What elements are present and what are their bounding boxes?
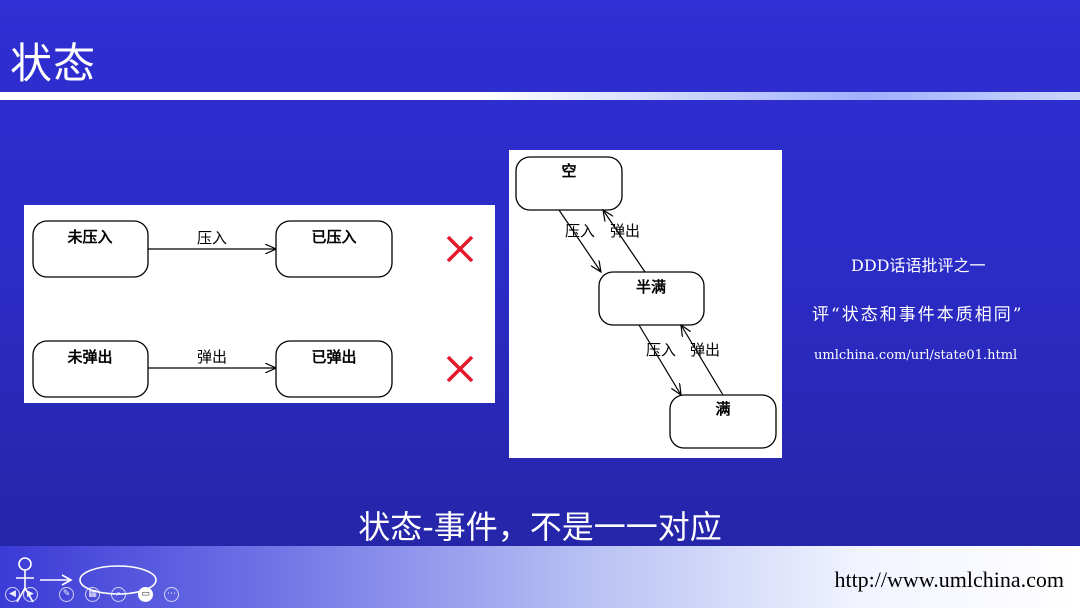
state-label-popped: 已弹出 xyxy=(311,348,356,366)
pen-icon[interactable]: ✎ xyxy=(59,587,74,602)
transition-label-push-2: 压入 xyxy=(646,341,676,359)
zoom-icon[interactable]: ⌕ xyxy=(111,587,126,602)
transition-arrow-push-2 xyxy=(638,324,681,395)
transition-label-pop-1: 弹出 xyxy=(610,222,640,240)
cross-mark-1 xyxy=(446,235,474,263)
next-icon[interactable]: ▶ xyxy=(23,587,38,602)
footer-bar: ◀ ▶ ✎ ▦ ⌕ ▭ ⋯ http://www.umlchina.com xyxy=(0,546,1080,608)
left-diagram: 未压入 压入 已压入 未弹出 弹出 已弹出 xyxy=(32,220,474,398)
state-box-unpopped xyxy=(32,340,149,398)
state-box-pushed xyxy=(275,220,393,278)
state-label-full: 满 xyxy=(715,400,730,418)
transition-label-push: 压入 xyxy=(197,229,227,247)
state-label-pushed: 已压入 xyxy=(311,228,356,246)
more-icon[interactable]: ⋯ xyxy=(164,587,179,602)
video-icon[interactable]: ▭ xyxy=(138,587,153,602)
right-diagram: 空 半满 满 压入 弹出 压入 弹出 xyxy=(515,156,777,449)
state-label-half-full: 半满 xyxy=(636,278,666,296)
transition-label-push-1: 压入 xyxy=(565,222,595,240)
right-diagram-panel: 空 半满 满 压入 弹出 压入 弹出 xyxy=(509,150,782,458)
state-label-empty: 空 xyxy=(561,162,576,180)
side-note-title: DDD话语批评之一 xyxy=(851,256,986,275)
title-rule xyxy=(0,92,1080,100)
prev-icon[interactable]: ◀ xyxy=(5,587,20,602)
transition-label-pop-2: 弹出 xyxy=(690,341,720,359)
transition-arrow-push-1 xyxy=(558,209,601,272)
state-box-popped xyxy=(275,340,393,398)
left-diagram-panel: 未压入 压入 已压入 未弹出 弹出 已弹出 xyxy=(24,205,495,403)
transition-arrow-pop-2 xyxy=(681,325,724,396)
transition-label-pop: 弹出 xyxy=(197,348,227,366)
cross-mark-2 xyxy=(446,355,474,383)
slides-icon[interactable]: ▦ xyxy=(85,587,100,602)
slide-title: 状态 xyxy=(10,39,97,88)
transition-arrow-pop-1 xyxy=(603,210,646,273)
state-label-unpushed: 未压入 xyxy=(66,228,112,246)
footer-url[interactable]: http://www.umlchina.com xyxy=(834,567,1064,592)
state-box-half-full xyxy=(598,271,705,326)
side-note-quote: 评“状态和事件本质相同” xyxy=(812,305,1024,325)
state-label-unpopped: 未弹出 xyxy=(66,348,112,366)
side-note-link[interactable]: umlchina.com/url/state01.html xyxy=(814,348,1018,363)
state-box-empty xyxy=(515,156,623,211)
slide-subtitle: 状态-事件，不是一一对应 xyxy=(358,508,722,546)
